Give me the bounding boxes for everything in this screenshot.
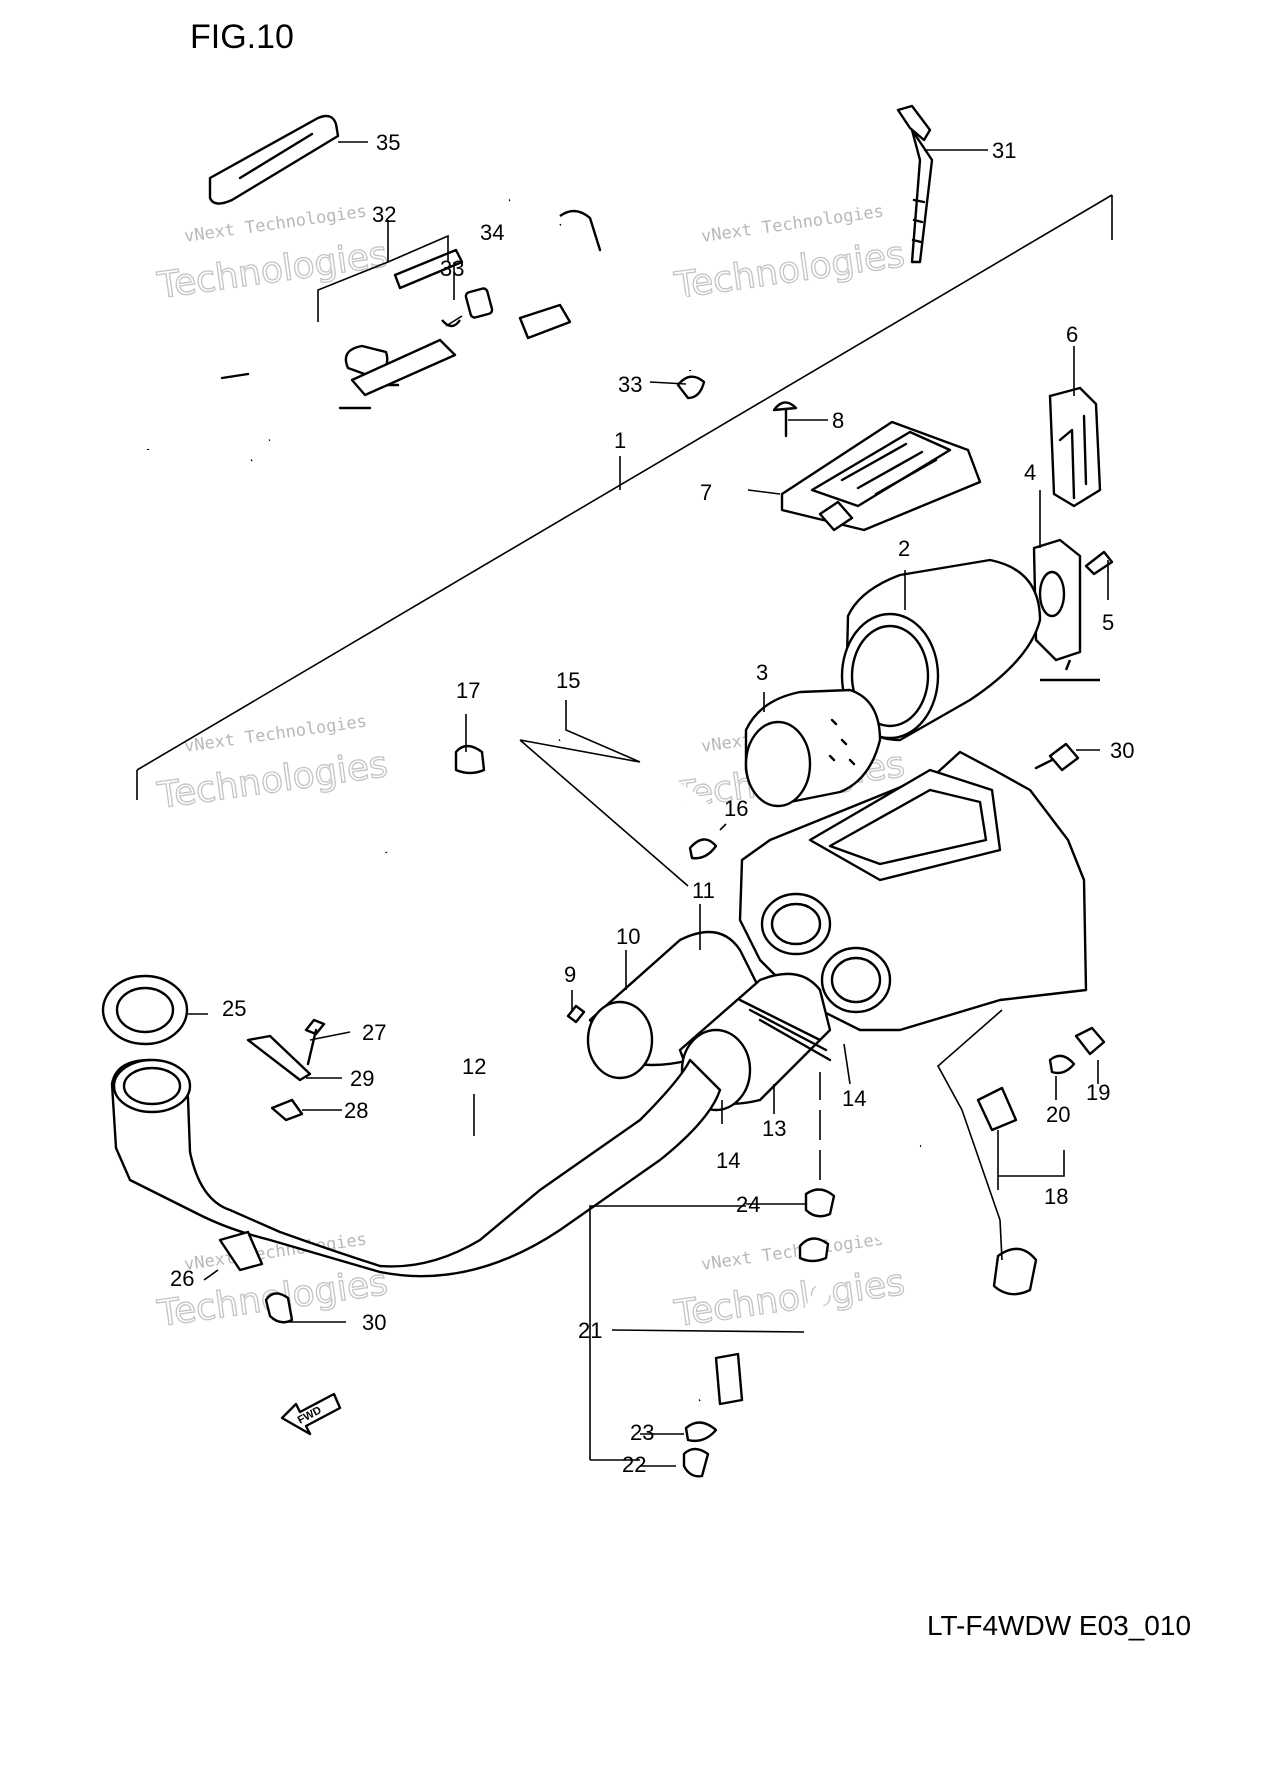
callout-labels: 1 2 3 4 5 6 7 8 9 10 11 12 13 14 14 15 1… [170,130,1134,1477]
callout-5: 5 [1102,610,1114,635]
callout-30-a: 30 [1110,738,1134,763]
intake-ducts [586,930,832,1112]
figure-title: FIG.10 [190,18,294,56]
callout-14-a: 14 [842,1086,866,1111]
callout-28: 28 [344,1098,368,1123]
callout-25: 25 [222,996,246,1021]
callout-24: 24 [736,1192,760,1217]
diagram-code: LT-F4WDW E03_010 [927,1610,1192,1641]
callout-34: 34 [480,220,504,245]
callout-32: 32 [372,202,396,227]
callout-18: 18 [1044,1184,1068,1209]
screw-part [772,401,798,438]
callout-1: 1 [614,428,626,453]
cable-tie-part [896,104,934,264]
cover-part [780,420,982,532]
breather-hose-assembly [127,187,706,513]
callout-3: 3 [756,660,768,685]
callout-13: 13 [762,1116,786,1141]
fwd-arrow: FWD [280,1392,342,1436]
callout-21: 21 [578,1318,602,1343]
callout-29: 29 [350,1066,374,1091]
leader-lines [188,141,1109,1467]
callout-33-a: 33 [440,256,464,281]
callout-33-b: 33 [618,372,642,397]
callout-20: 20 [1046,1102,1070,1127]
bracket-part [1032,538,1114,662]
callout-27: 27 [362,1020,386,1045]
callout-7: 7 [700,480,712,505]
sensor-part [1048,386,1102,508]
drain-tube-assembly [682,1072,836,1478]
callout-12: 12 [462,1054,486,1079]
bolt-part [1034,742,1080,772]
callout-2: 2 [898,536,910,561]
callout-6: 6 [1066,322,1078,347]
callout-19: 19 [1086,1080,1110,1105]
group-1-bracket [136,194,1113,800]
intake-pipe-part [101,974,722,1278]
callout-17: 17 [456,678,480,703]
callout-8: 8 [832,408,844,433]
callout-35: 35 [376,130,400,155]
callout-30-b: 30 [362,1310,386,1335]
air-box-part [738,659,1100,1032]
callout-31: 31 [992,138,1016,163]
callout-23: 23 [630,1420,654,1445]
breather-hose-part [369,723,721,860]
callout-11: 11 [692,878,715,903]
callout-14-b: 14 [716,1148,740,1173]
strap-part [208,114,340,205]
drain-hose-assembly [863,1009,1106,1296]
callout-15: 15 [556,668,580,693]
callout-22: 22 [622,1452,646,1477]
callout-9: 9 [564,962,576,987]
callout-4: 4 [1024,460,1036,485]
callout-16: 16 [724,796,748,821]
callout-26: 26 [170,1266,194,1291]
small-fasteners [218,1004,586,1324]
filter-element-part [744,688,882,808]
callout-10: 10 [616,924,640,949]
